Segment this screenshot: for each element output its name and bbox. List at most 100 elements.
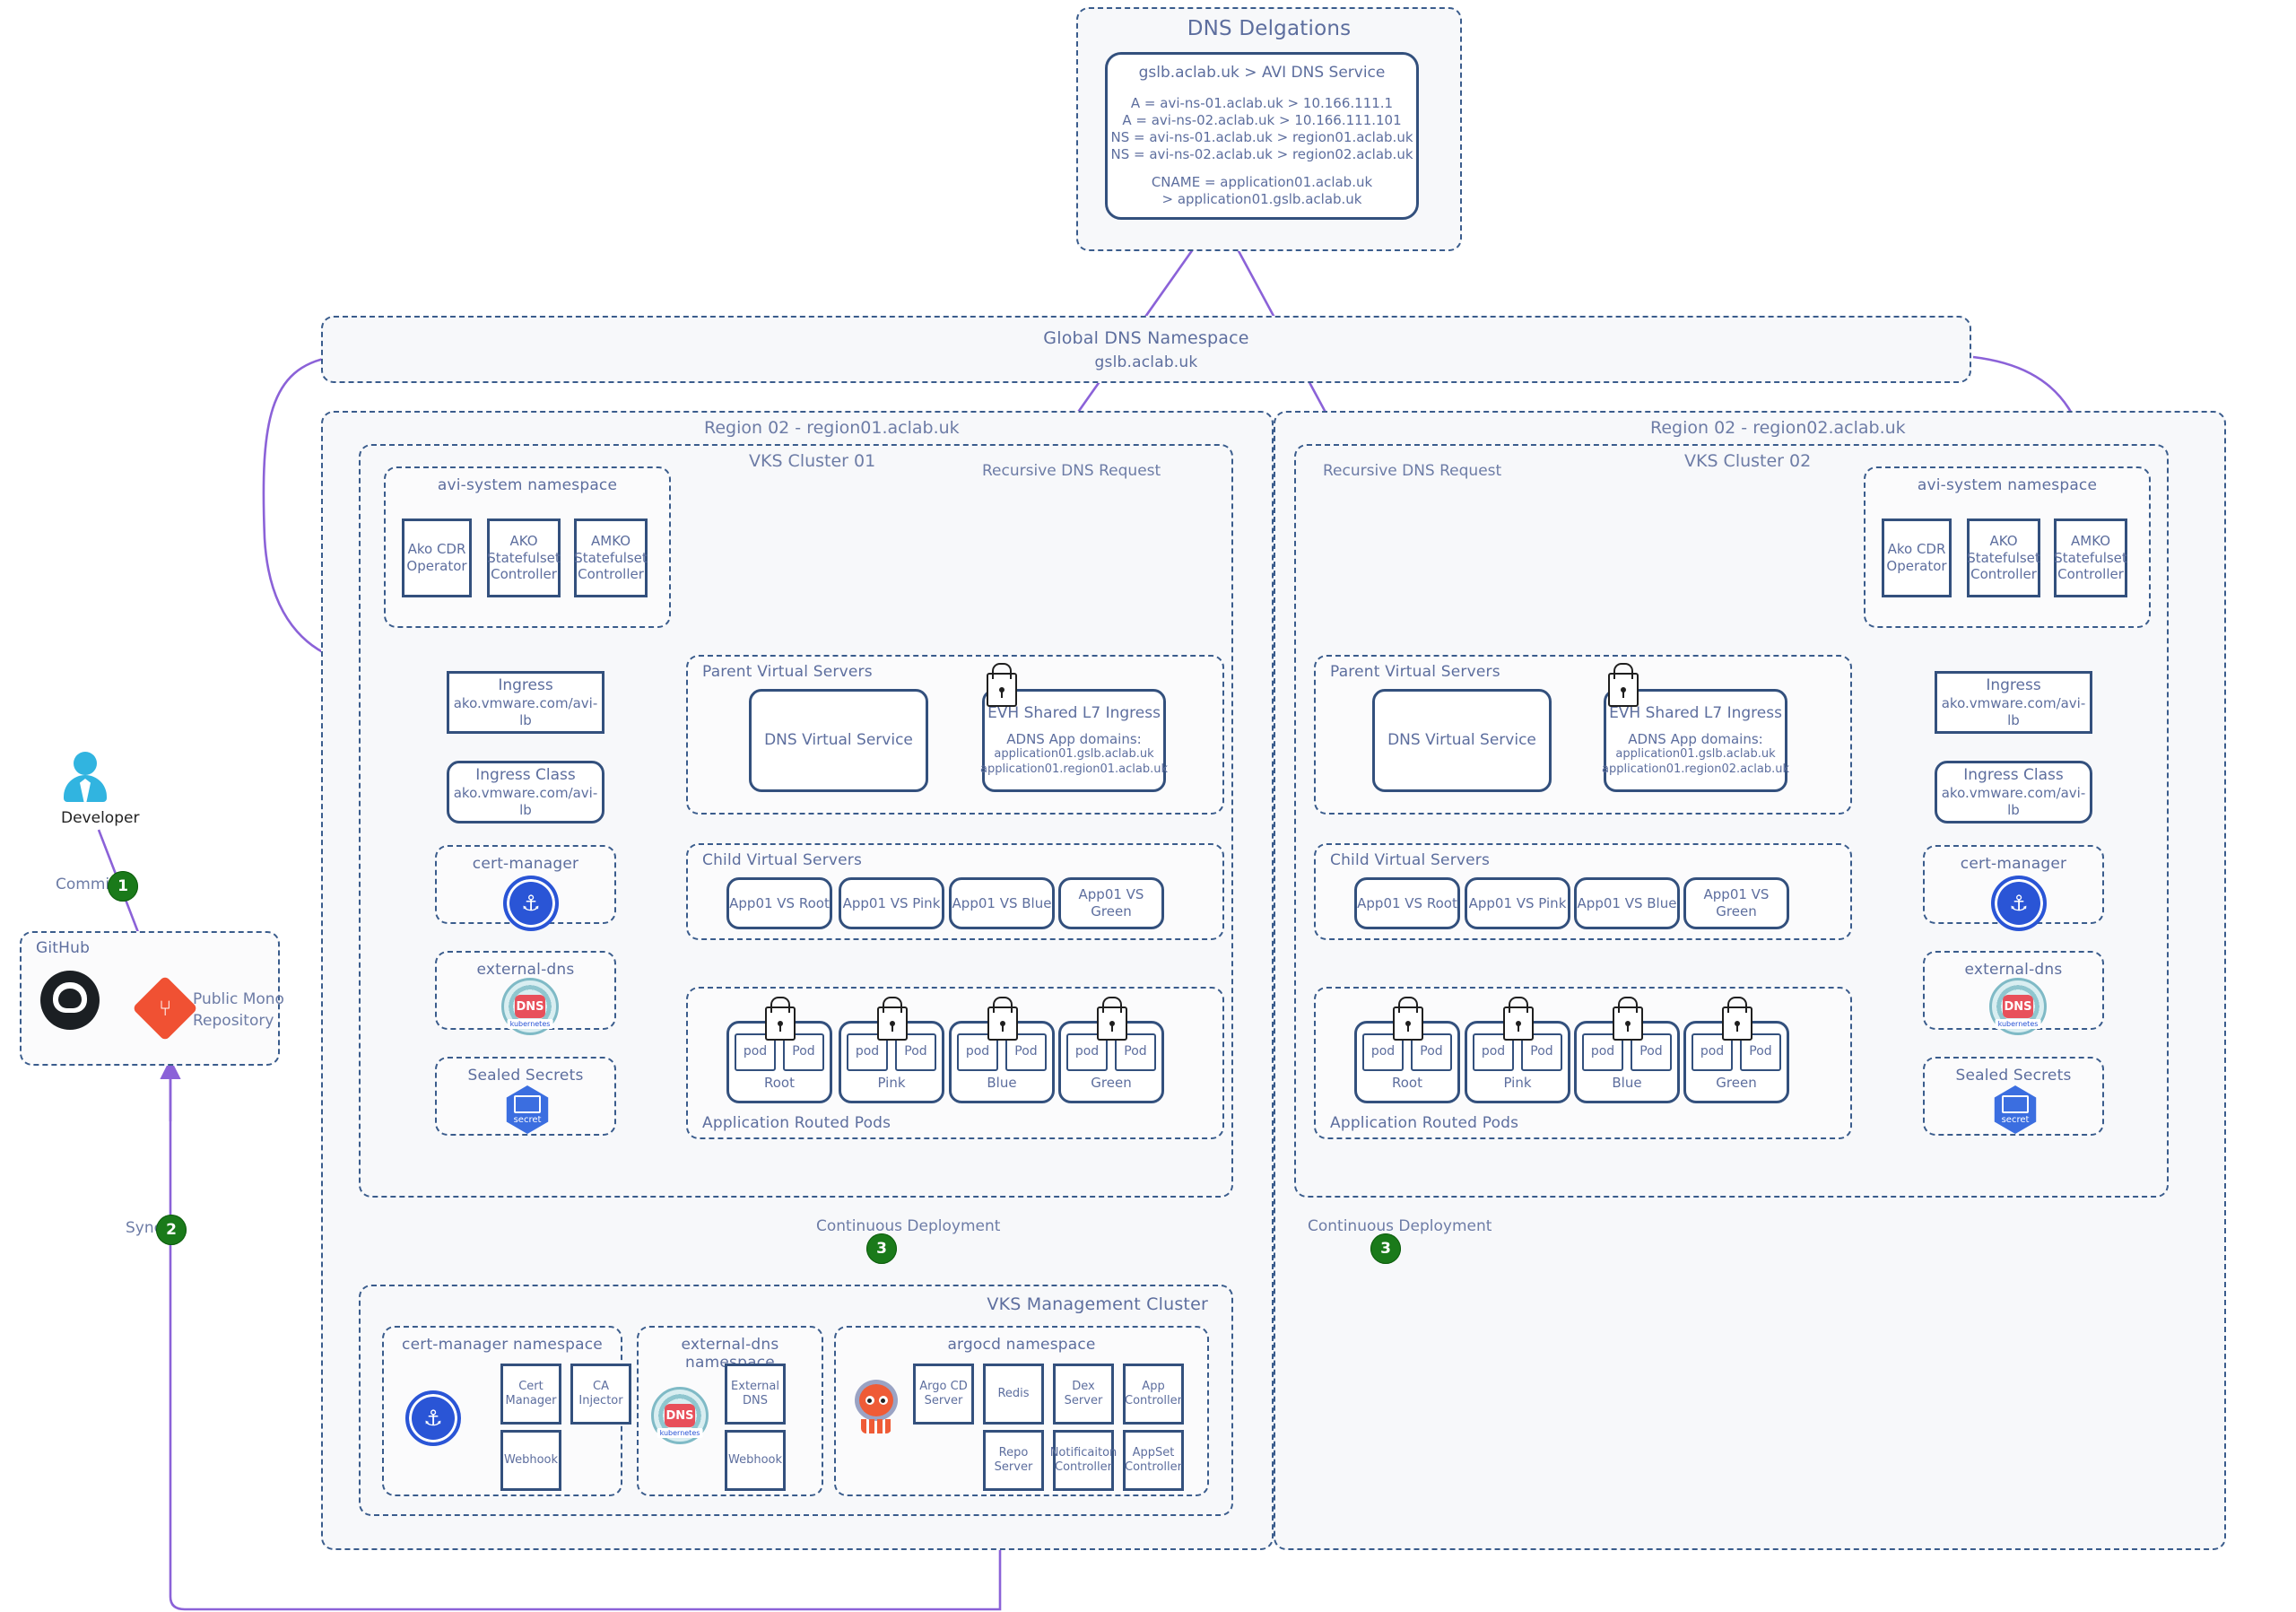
ako-statefulset-controller-left[interactable]: AKO Statefulset Controller bbox=[487, 518, 561, 597]
evh-right-title: EVH Shared L7 Ingress bbox=[1609, 704, 1782, 723]
dns-virtual-service-right[interactable]: DNS Virtual Service bbox=[1372, 689, 1552, 792]
sealed-secrets-icon: secret bbox=[503, 1085, 552, 1134]
pod-group-right-label-1: Pink bbox=[1503, 1074, 1532, 1091]
avi-system-namespace-title-right: avi-system namespace bbox=[1917, 476, 2098, 494]
dns-heading: gslb.aclab.uk > AVI DNS Service bbox=[1138, 64, 1386, 83]
sealed-secrets-addon-left-label: Sealed Secrets bbox=[467, 1067, 584, 1085]
routed-pods-left-title: Application Routed Pods bbox=[702, 1114, 891, 1132]
cert-manager-webhook-line1: Webhook bbox=[503, 1452, 559, 1467]
dex-server-line1: Dex Server bbox=[1064, 1379, 1103, 1407]
ingress-class-left[interactable]: Ingress Class ako.vmware.com/avi-lb bbox=[447, 761, 604, 823]
sealed-secrets-addon-right-label: Sealed Secrets bbox=[1955, 1067, 2072, 1085]
lock-icon bbox=[877, 1006, 908, 1041]
ingress-class-left-title: Ingress Class bbox=[475, 765, 576, 784]
evh-left-domain-1: application01.region01.aclab.uk bbox=[980, 762, 1169, 776]
cert-manager-addon-right-label: cert-manager bbox=[1960, 855, 2067, 873]
child-vs-left-label-0: App01 VS Root bbox=[729, 894, 830, 911]
cert-manager-icon: ⚓ bbox=[1991, 876, 2047, 931]
continuous-deployment-label-right: Continuous Deployment bbox=[1308, 1217, 1492, 1235]
child-vs-left-0[interactable]: App01 VS Root bbox=[726, 877, 832, 929]
appset-controller-component[interactable]: AppSet Controller bbox=[1123, 1430, 1184, 1491]
cert-manager-line1: Cert bbox=[518, 1379, 544, 1393]
ako-statefulset-controller-right[interactable]: AKO Statefulset Controller bbox=[1967, 518, 2040, 597]
cert-manager-component[interactable]: Cert Manager bbox=[500, 1364, 561, 1425]
child-vs-right-2[interactable]: App01 VS Blue bbox=[1574, 877, 1680, 929]
ingress-left[interactable]: Ingress ako.vmware.com/avi-lb bbox=[447, 671, 604, 734]
ako-sts-line3: Controller bbox=[491, 566, 557, 583]
lock-icon bbox=[1613, 1006, 1643, 1041]
developer-avatar-icon: Developer bbox=[61, 752, 139, 827]
app-controller-component[interactable]: App Controller bbox=[1123, 1364, 1184, 1425]
dns-record-3: NS = avi-ns-02.aclab.uk > region02.aclab… bbox=[1110, 145, 1413, 162]
repo-server-component[interactable]: Repo Server bbox=[983, 1430, 1044, 1491]
dns-vs-right-label: DNS Virtual Service bbox=[1387, 730, 1536, 749]
child-vs-right-1[interactable]: App01 VS Pink bbox=[1465, 877, 1570, 929]
amko-statefulset-controller-right[interactable]: AMKO Statefulset Controller bbox=[2054, 518, 2127, 597]
evh-left-domain-0: application01.gslb.aclab.uk bbox=[994, 747, 1154, 762]
cert-manager-namespace-title: cert-manager namespace bbox=[402, 1336, 603, 1354]
pod-group-right-label-2: Blue bbox=[1612, 1074, 1642, 1091]
redis-component[interactable]: Redis bbox=[983, 1364, 1044, 1425]
pod-tile: pod bbox=[1692, 1033, 1733, 1071]
child-vs-right-3[interactable]: App01 VS Green bbox=[1683, 877, 1789, 929]
github-icon bbox=[40, 971, 100, 1030]
child-vs-right-title: Child Virtual Servers bbox=[1330, 851, 1491, 869]
notification-controller-component[interactable]: Notificaiton Controller bbox=[1050, 1430, 1117, 1491]
argocd-server-line2: Server bbox=[924, 1394, 963, 1407]
pod-group-right-2[interactable]: pod Pod Blue bbox=[1574, 1021, 1680, 1103]
cert-manager-icon: ⚓ bbox=[405, 1390, 461, 1446]
ingress-class-right[interactable]: Ingress Class ako.vmware.com/avi-lb bbox=[1935, 761, 2092, 823]
parent-vs-right-title: Parent Virtual Servers bbox=[1330, 663, 1500, 681]
child-vs-left-3[interactable]: App01 VS Green bbox=[1058, 877, 1164, 929]
amko-sts-line1: AMKO bbox=[590, 532, 631, 549]
recursive-dns-request-left: Recursive DNS Request bbox=[982, 462, 1161, 480]
child-vs-left-label-3: App01 VS Green bbox=[1078, 886, 1144, 919]
dns-cname-2: > application01.gslb.aclab.uk bbox=[1161, 191, 1362, 208]
child-vs-left-2[interactable]: App01 VS Blue bbox=[949, 877, 1055, 929]
ca-injector-component[interactable]: CA Injector bbox=[570, 1364, 631, 1425]
argocd-namespace-title: argocd namespace bbox=[947, 1336, 1096, 1354]
sealed-secrets-addon-right: Sealed Secrets secret bbox=[1923, 1057, 2104, 1136]
ako-cdr-operator-right-line1: Ako CDR bbox=[1887, 541, 1946, 558]
external-dns-component[interactable]: External DNS bbox=[725, 1364, 786, 1425]
dns-virtual-service-left[interactable]: DNS Virtual Service bbox=[749, 689, 928, 792]
git-repo-icon[interactable]: ⑂ bbox=[132, 975, 198, 1041]
argocd-server-component[interactable]: Argo CD Server bbox=[913, 1364, 974, 1425]
amko-sts-right-line3: Controller bbox=[2057, 566, 2124, 583]
pod-group-left-label-0: Root bbox=[764, 1074, 795, 1091]
vks-management-cluster-title: VKS Management Cluster bbox=[987, 1294, 1208, 1314]
lock-icon bbox=[765, 1006, 796, 1041]
external-dns-line1: External bbox=[731, 1379, 779, 1393]
ako-cdr-operator-line2: Operator bbox=[406, 558, 467, 574]
ako-cdr-operator-left[interactable]: Ako CDR Operator bbox=[402, 518, 472, 597]
cert-manager-addon-right: cert-manager ⚓ bbox=[1923, 845, 2104, 931]
dex-server-component[interactable]: Dex Server bbox=[1053, 1364, 1114, 1425]
cert-manager-line2: Manager bbox=[505, 1394, 557, 1407]
step-badge-3-right: 3 bbox=[1370, 1233, 1401, 1264]
pod-tile: Pod bbox=[895, 1033, 936, 1071]
external-dns-webhook-component[interactable]: Webhook bbox=[725, 1430, 786, 1491]
ako-cdr-operator-right[interactable]: Ako CDR Operator bbox=[1882, 518, 1952, 597]
vks-cluster-02-title: VKS Cluster 02 bbox=[1684, 451, 1812, 471]
cert-manager-webhook-component[interactable]: Webhook bbox=[500, 1430, 561, 1491]
lock-icon bbox=[1503, 1006, 1534, 1041]
child-vs-left-1[interactable]: App01 VS Pink bbox=[839, 877, 944, 929]
pod-group-left-0[interactable]: pod Pod Root bbox=[726, 1021, 832, 1103]
appset-controller-line1: AppSet bbox=[1132, 1445, 1175, 1460]
avi-system-namespace-title-left: avi-system namespace bbox=[437, 476, 618, 494]
ako-sts-right-line2: Statefulset bbox=[1967, 549, 2040, 566]
ingress-right[interactable]: Ingress ako.vmware.com/avi-lb bbox=[1935, 671, 2092, 734]
pod-tile: pod bbox=[1362, 1033, 1404, 1071]
amko-sts-line2: Statefulset bbox=[574, 549, 648, 566]
amko-statefulset-controller-left[interactable]: AMKO Statefulset Controller bbox=[574, 518, 648, 597]
evh-shared-l7-ingress-right[interactable]: EVH Shared L7 Ingress ADNS App domains: … bbox=[1602, 689, 1789, 792]
routed-pods-right-title: Application Routed Pods bbox=[1330, 1114, 1519, 1132]
child-vs-right-label-3: App01 VS Green bbox=[1703, 886, 1770, 919]
child-vs-right-0[interactable]: App01 VS Root bbox=[1354, 877, 1460, 929]
step-badge-1: 1 bbox=[108, 871, 138, 902]
github-title: GitHub bbox=[36, 939, 91, 957]
ingress-class-left-value: ako.vmware.com/avi-lb bbox=[453, 784, 598, 818]
argocd-server-line1: Argo CD bbox=[919, 1379, 968, 1393]
